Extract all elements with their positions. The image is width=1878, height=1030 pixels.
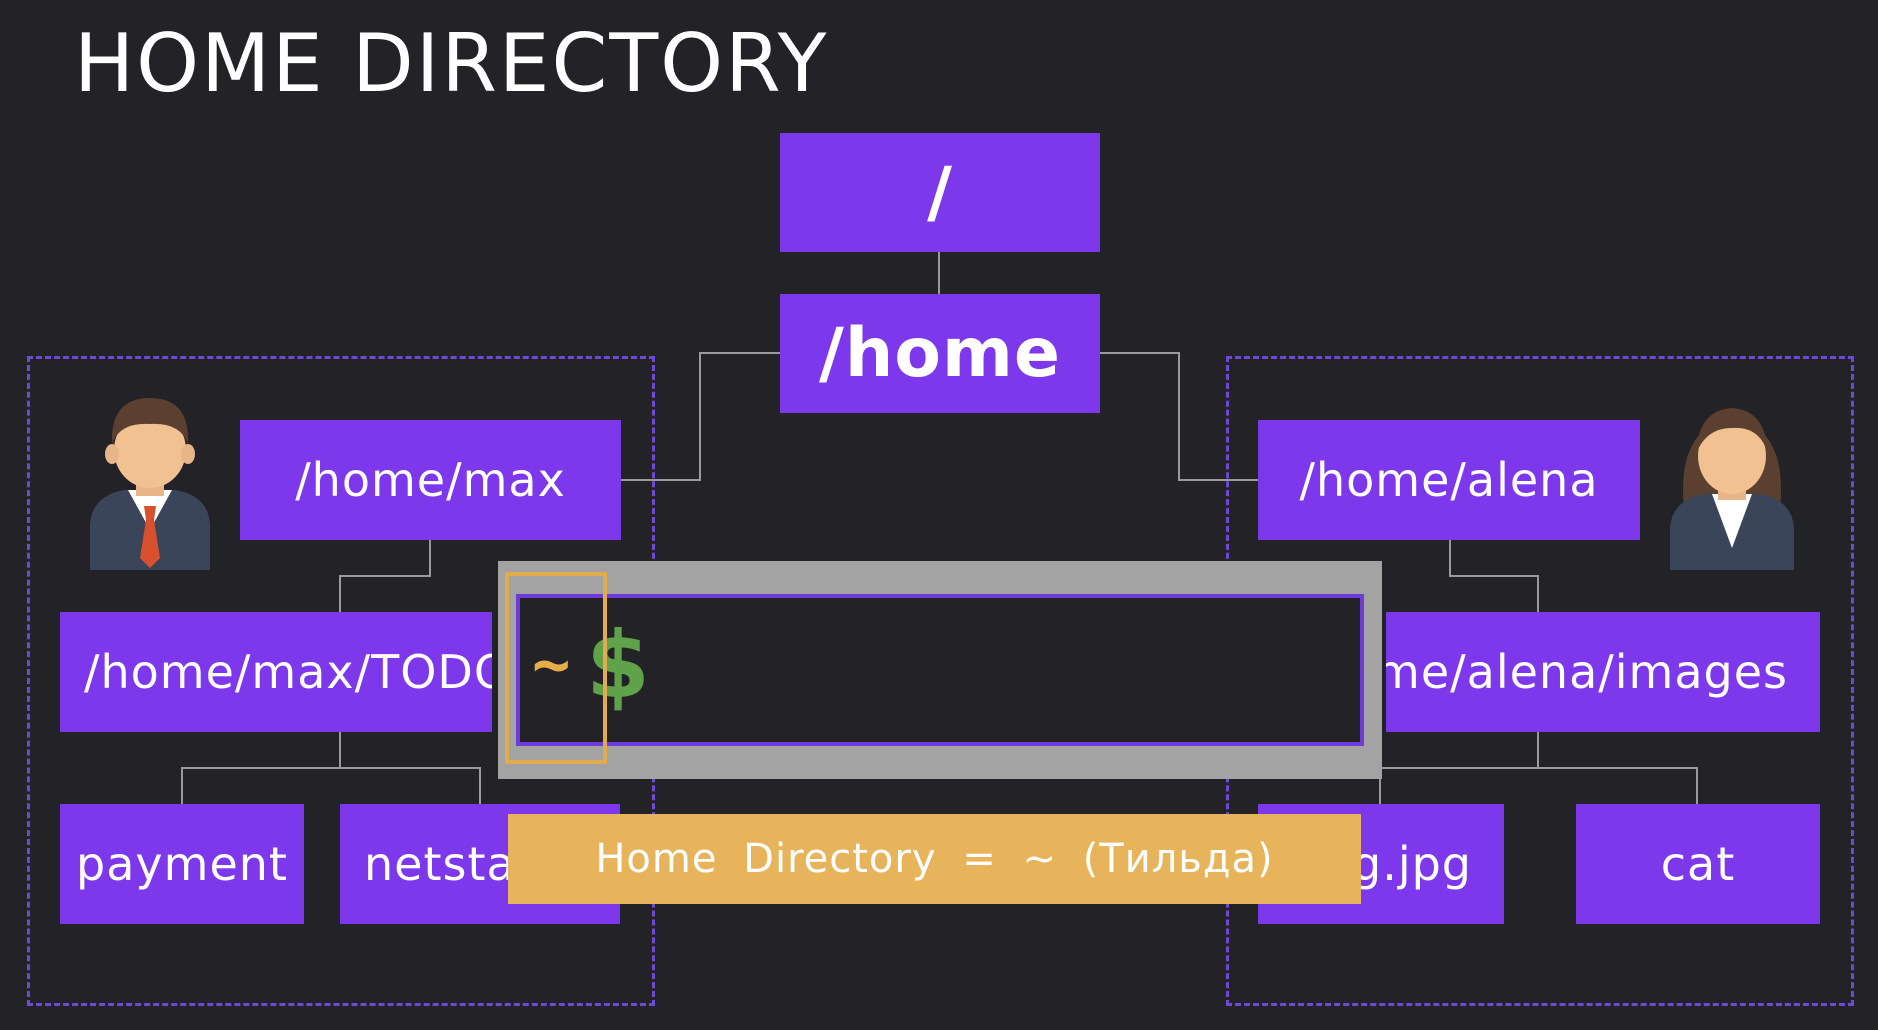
node-max-todo: /home/max/TODO — [60, 612, 492, 732]
connector-todo-netstat — [340, 767, 481, 804]
tilde-symbol: ~ — [532, 628, 571, 702]
connector-max-todo — [339, 540, 431, 612]
man-avatar-icon — [90, 398, 210, 570]
woman-avatar-icon — [1670, 408, 1794, 570]
node-cat: cat — [1576, 804, 1820, 924]
node-home-alena: /home/alena — [1258, 420, 1640, 540]
connector-home-alena — [1099, 352, 1258, 481]
connector-home-max — [621, 352, 780, 481]
node-home-max: /home/max — [240, 420, 621, 540]
caption-banner: Home Directory = ~ (Тильда) — [508, 814, 1361, 904]
dollar-prompt-symbol: $ — [586, 612, 651, 719]
connector-todo-payment — [181, 732, 341, 804]
tilde-highlight-box — [505, 572, 607, 764]
terminal-prompt-area[interactable] — [516, 594, 1364, 746]
node-alena-images: /home/alena/images — [1386, 612, 1820, 732]
connector-alena-images — [1449, 540, 1539, 612]
node-home: /home — [780, 294, 1100, 413]
connector-images-cat — [1538, 767, 1698, 804]
node-payment: payment — [60, 804, 304, 924]
connector-images-jpg — [1379, 732, 1539, 804]
page-title: HOME DIRECTORY — [74, 17, 829, 110]
node-root: / — [780, 133, 1100, 252]
